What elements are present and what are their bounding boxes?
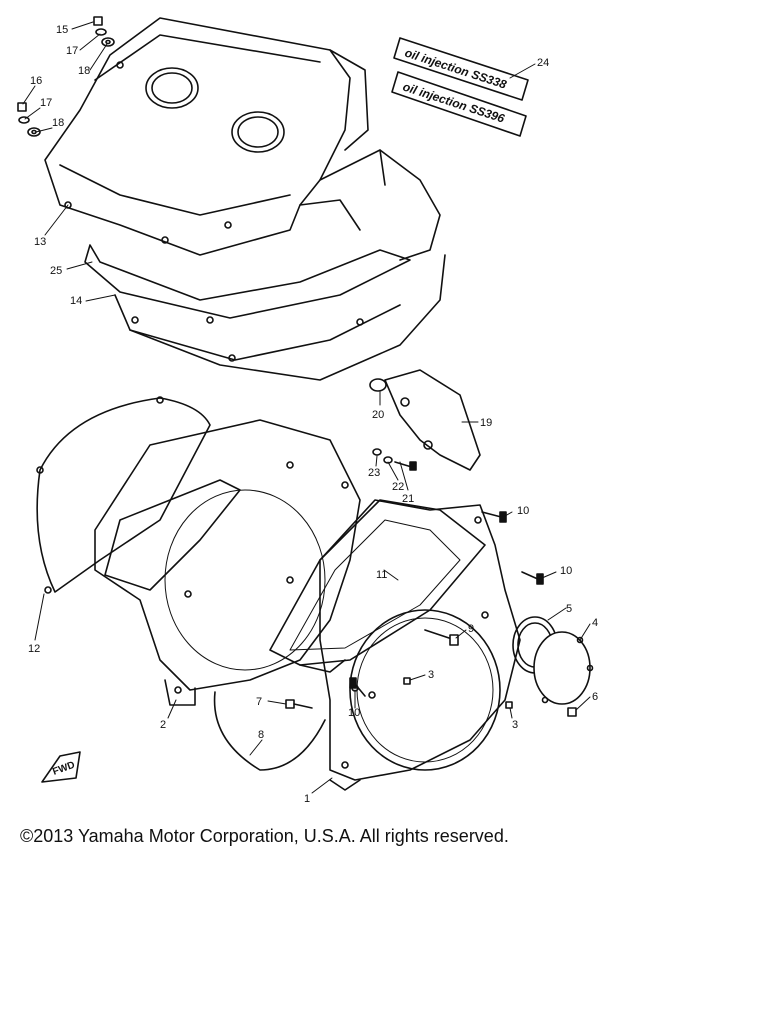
- callout-10: 10: [560, 565, 572, 577]
- callout-labels: 15 17 18 16 17 18 13 25 14 24 19 20 21 2…: [28, 24, 598, 805]
- upper-bolts-washers: [17, 16, 115, 137]
- fwd-arrow-icon: FWD: [41, 751, 81, 783]
- callout-12: 12: [28, 643, 40, 655]
- cap-screws: [567, 707, 577, 717]
- callout-17: 17: [66, 45, 78, 57]
- callout-6: 6: [592, 691, 598, 703]
- callout-1: 1: [304, 793, 310, 805]
- copyright-notice: ©2013 Yamaha Motor Corporation, U.S.A. A…: [20, 826, 509, 846]
- callout-2: 2: [160, 719, 166, 731]
- callout-5: 5: [566, 603, 572, 615]
- leader-lines: [22, 21, 591, 794]
- callout-16: 16: [30, 75, 42, 87]
- callout-15: 15: [56, 24, 68, 36]
- housing-screw: [285, 699, 313, 709]
- callout-25: 25: [50, 265, 62, 277]
- callout-4: 4: [592, 617, 598, 629]
- housing-seal-strip: [213, 691, 326, 771]
- starter-case: [319, 499, 521, 791]
- callout-14: 14: [70, 295, 82, 307]
- fan-cover-plate: [36, 396, 211, 594]
- callout-11: 11: [376, 569, 387, 581]
- callout-24: 24: [537, 57, 549, 69]
- callout-13: 13: [34, 236, 46, 248]
- callout-10: 10: [517, 505, 529, 517]
- callout-10: 10: [348, 707, 360, 719]
- fan-housing: [94, 419, 361, 706]
- callout-19: 19: [480, 417, 492, 429]
- callout-20: 20: [372, 409, 384, 421]
- callout-22: 22: [392, 481, 404, 493]
- callout-17: 17: [40, 97, 52, 109]
- end-cap: [533, 631, 594, 705]
- exploded-parts-diagram: oil injection SS338 oil injection SS396: [17, 16, 598, 805]
- fan-shroud-cover: [44, 17, 441, 261]
- locating-pins: [403, 677, 513, 709]
- mounting-bracket: [369, 369, 481, 471]
- case-bolts: [349, 511, 544, 697]
- lower-shroud: [114, 254, 446, 381]
- callout-18: 18: [78, 65, 90, 77]
- callout-21: 21: [402, 493, 414, 505]
- callout-9: 9: [468, 623, 474, 635]
- callout-18: 18: [52, 117, 64, 129]
- dowel-pin: [424, 629, 459, 646]
- callout-23: 23: [368, 467, 380, 479]
- callout-8: 8: [258, 729, 264, 741]
- case-gasket-frame: [269, 499, 486, 673]
- callout-3: 3: [428, 669, 434, 681]
- callout-3: 3: [512, 719, 518, 731]
- callout-7: 7: [256, 696, 262, 708]
- shroud-gasket: [84, 244, 411, 319]
